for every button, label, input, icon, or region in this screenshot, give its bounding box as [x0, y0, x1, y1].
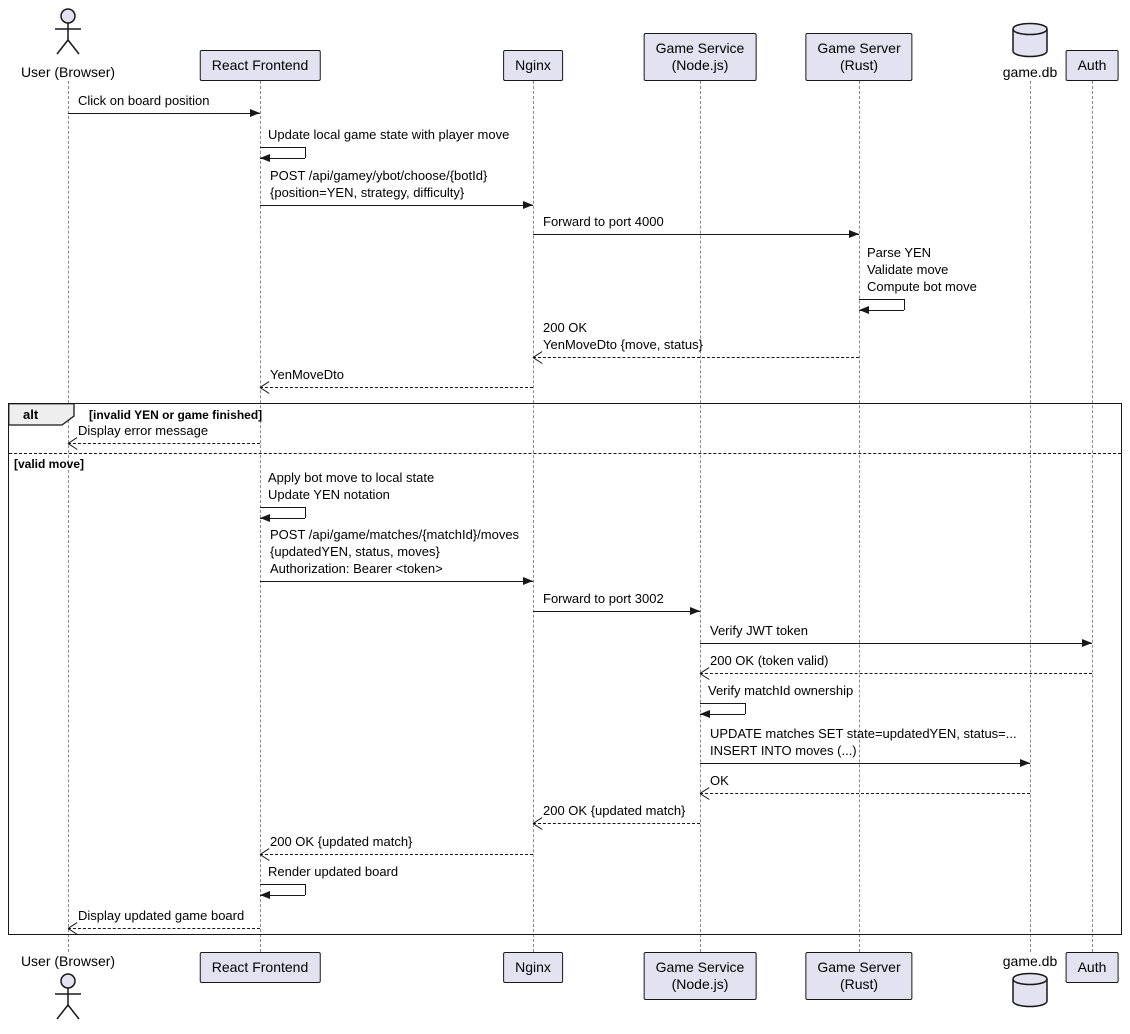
alt-else-divider	[9, 453, 1121, 454]
participant-auth-top: Auth	[1065, 50, 1119, 81]
message-14-line	[700, 763, 1030, 764]
alt-frame: alt [invalid YEN or game finished] [vali…	[8, 403, 1122, 935]
message-17-label: 200 OK {updated match}	[270, 834, 413, 849]
message-4-label: Parse YEN Validate move Compute bot move	[867, 245, 977, 294]
message-19-line	[68, 928, 260, 929]
message-8-label: Apply bot move to local state Update YEN…	[268, 470, 435, 502]
participant-user-top-label: User (Browser)	[20, 64, 116, 80]
participant-gamedb-top-label: game.db	[1002, 64, 1058, 80]
message-18-loop-side	[305, 884, 306, 895]
message-1-label: Update local game state with player move	[268, 127, 510, 142]
participant-react-bottom: React Frontend	[199, 952, 321, 983]
message-8-loop-top	[260, 507, 305, 508]
message-13-loop-side	[745, 703, 746, 714]
message-7-line	[68, 443, 260, 444]
alt-tab-shape	[8, 403, 75, 426]
message-10-arrowhead	[690, 607, 700, 615]
message-6-label: YenMoveDto	[270, 367, 344, 382]
message-7-label: Display error message	[78, 423, 209, 438]
alt-condition-valid: [valid move]	[14, 457, 85, 471]
participant-react-top: React Frontend	[199, 50, 321, 81]
message-0-label: Click on board position	[78, 93, 210, 108]
message-14-arrowhead	[1020, 759, 1030, 767]
message-4-loop-bottom	[859, 310, 904, 311]
participant-nginx-bottom: Nginx	[503, 952, 563, 983]
message-13-loop-top	[700, 703, 745, 704]
message-5-line	[533, 357, 859, 358]
participant-gamesvc-bottom: Game Service (Node.js)	[643, 952, 757, 1000]
message-12-line	[700, 673, 1092, 674]
participant-gamesvc-top: Game Service (Node.js)	[643, 33, 757, 81]
message-10-line	[533, 611, 700, 612]
alt-label: alt	[23, 407, 39, 422]
message-18-loop-bottom	[260, 895, 305, 896]
message-2-arrowhead	[523, 201, 533, 209]
message-4-loop-top	[859, 299, 904, 300]
message-14-label: UPDATE matches SET state=updatedYEN, sta…	[710, 726, 1017, 758]
message-8-loop-bottom	[260, 518, 305, 519]
message-13-arrowhead	[700, 710, 710, 718]
message-2-line	[260, 205, 533, 206]
message-1-arrowhead	[260, 154, 270, 162]
message-2-label: POST /api/gamey/ybot/choose/{botId} {pos…	[270, 168, 488, 200]
message-6-line	[260, 387, 533, 388]
message-1-loop-top	[260, 147, 305, 148]
message-0-line	[68, 113, 260, 114]
message-15-line	[700, 793, 1030, 794]
message-13-label: Verify matchId ownership	[708, 683, 854, 698]
alt-label-tab: alt	[8, 403, 75, 426]
participant-gamedb-bottom-label: game.db	[1002, 953, 1058, 969]
message-8-arrowhead	[260, 514, 270, 522]
message-4-loop-side	[904, 299, 905, 310]
message-16-label: 200 OK {updated match}	[543, 803, 686, 818]
message-1-loop-side	[305, 147, 306, 158]
message-10-label: Forward to port 3002	[543, 591, 664, 606]
alt-condition-invalid: [invalid YEN or game finished]	[89, 408, 263, 422]
message-8-loop-side	[305, 507, 306, 518]
message-11-label: Verify JWT token	[710, 623, 809, 638]
participant-gameserver-bottom: Game Server (Rust)	[805, 952, 913, 1000]
message-15-label: OK	[710, 773, 729, 788]
message-9-line	[260, 581, 533, 582]
message-1-loop-bottom	[260, 158, 305, 159]
lifeline-auth	[1092, 81, 1093, 952]
participant-nginx-top: Nginx	[503, 50, 563, 81]
message-16-line	[533, 823, 700, 824]
message-9-arrowhead	[523, 577, 533, 585]
message-9-label: POST /api/game/matches/{matchId}/moves {…	[270, 527, 520, 576]
actor-icon-top	[55, 8, 81, 55]
message-18-arrowhead	[260, 891, 270, 899]
participant-gameserver-top: Game Server (Rust)	[805, 33, 913, 81]
participant-user-bottom-label: User (Browser)	[20, 953, 116, 969]
message-5-label: 200 OK YenMoveDto {move, status}	[543, 320, 703, 352]
message-0-arrowhead	[250, 109, 260, 117]
message-18-loop-top	[260, 884, 305, 885]
database-icon-top	[1012, 22, 1048, 58]
message-4-arrowhead	[859, 306, 869, 314]
database-icon-bottom	[1012, 972, 1048, 1008]
participant-auth-bottom: Auth	[1065, 952, 1119, 983]
message-19-label: Display updated game board	[78, 908, 245, 923]
lifeline-gamesvc	[700, 81, 701, 952]
message-3-label: Forward to port 4000	[543, 214, 664, 229]
message-17-line	[260, 854, 533, 855]
lifeline-user	[68, 81, 69, 952]
actor-icon-bottom	[55, 973, 81, 1020]
message-3-arrowhead	[849, 230, 859, 238]
message-12-label: 200 OK (token valid)	[710, 653, 829, 668]
lifeline-nginx	[533, 81, 534, 952]
message-3-line	[533, 234, 859, 235]
message-18-label: Render updated board	[268, 864, 399, 879]
lifeline-gameserver	[859, 81, 860, 952]
message-11-arrowhead	[1082, 639, 1092, 647]
lifeline-gamedb	[1030, 81, 1031, 952]
message-11-line	[700, 643, 1092, 644]
message-13-loop-bottom	[700, 714, 745, 715]
